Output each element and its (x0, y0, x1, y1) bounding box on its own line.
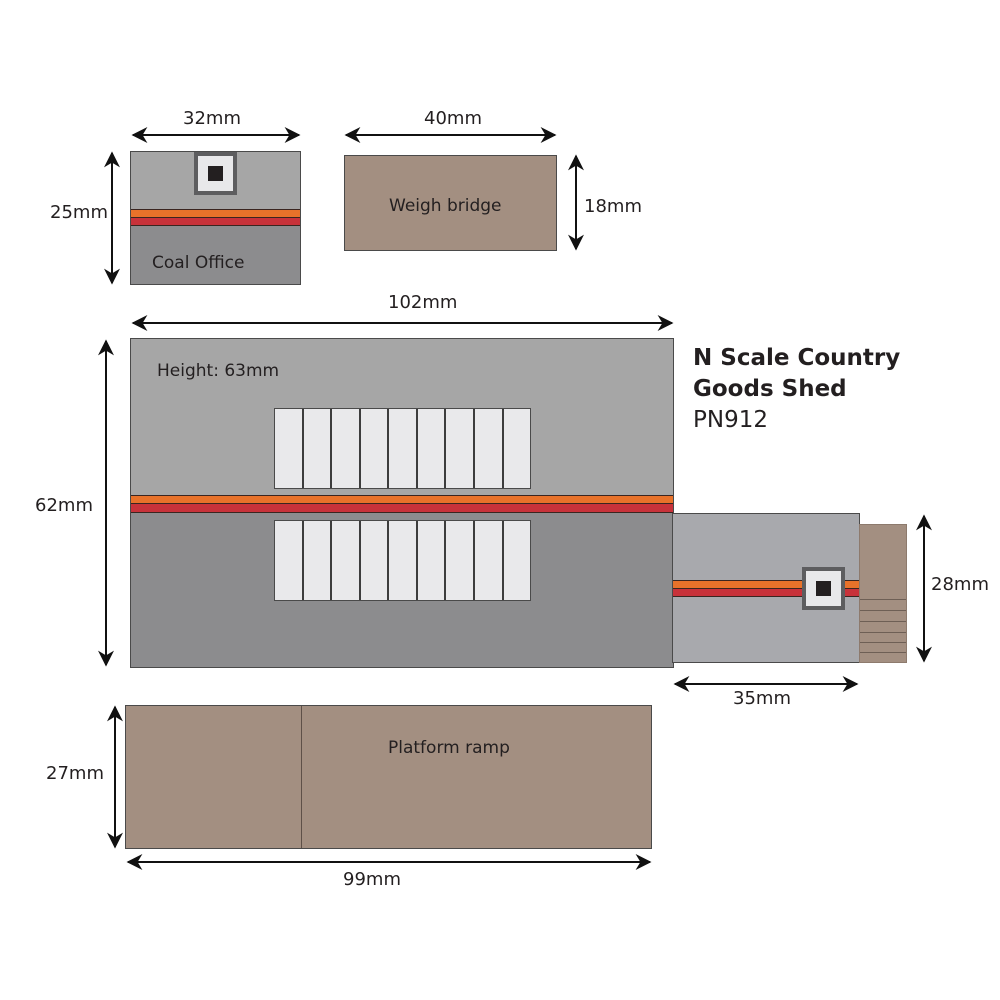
extension-height-label: 28mm (931, 574, 989, 595)
extension-red-band (673, 589, 859, 597)
lower-door-group (274, 520, 531, 601)
door-panel (389, 409, 418, 488)
coal-office-red-band (131, 218, 300, 226)
product-code: PN912 (693, 407, 768, 433)
door-panel (361, 409, 390, 488)
goods-shed-depth-label: 62mm (35, 495, 93, 516)
weigh-bridge-height-label: 18mm (584, 196, 642, 217)
product-title-line1: N Scale Country (693, 345, 901, 371)
chimney-icon (194, 152, 237, 195)
goods-shed-orange-band (131, 495, 673, 504)
weigh-bridge: Weigh bridge (344, 155, 557, 251)
goods-shed-red-band (131, 504, 673, 513)
door-panel (332, 521, 361, 600)
extension-steps (859, 524, 907, 663)
platform-ramp-width-label: 99mm (343, 869, 401, 890)
coal-office-label: Coal Office (152, 253, 245, 273)
height-note: Height: 63mm (157, 361, 280, 381)
door-panel (475, 521, 504, 600)
coal-office: Coal Office (130, 151, 301, 285)
extension (672, 513, 860, 663)
door-panel (304, 521, 333, 600)
goods-shed-width-label: 102mm (388, 292, 458, 313)
platform-ramp-height-label: 27mm (46, 763, 104, 784)
door-panel (418, 409, 447, 488)
chimney-icon (802, 567, 845, 610)
door-panel (418, 521, 447, 600)
platform-ramp-label: Platform ramp (388, 738, 510, 758)
extension-orange-band (673, 580, 859, 589)
door-panel (446, 409, 475, 488)
door-panel (446, 521, 475, 600)
ramp-divider (301, 706, 302, 848)
door-panel (361, 521, 390, 600)
door-panel (475, 409, 504, 488)
weigh-bridge-width-label: 40mm (424, 108, 482, 129)
coal-office-width-label: 32mm (183, 108, 241, 129)
product-title-line2: Goods Shed (693, 376, 847, 402)
door-panel (504, 409, 531, 488)
extension-width-label: 35mm (733, 688, 791, 709)
product-title: N Scale Country Goods Shed (693, 343, 900, 405)
goods-shed: Height: 63mm (130, 338, 674, 668)
door-panel (332, 409, 361, 488)
door-panel (389, 521, 418, 600)
coal-office-orange-band (131, 209, 300, 218)
door-panel (275, 521, 304, 600)
upper-door-group (274, 408, 531, 489)
door-panel (504, 521, 531, 600)
platform-ramp: Platform ramp (125, 705, 652, 849)
door-panel (275, 409, 304, 488)
coal-office-height-label: 25mm (50, 202, 108, 223)
door-panel (304, 409, 333, 488)
weigh-bridge-label: Weigh bridge (389, 196, 502, 216)
